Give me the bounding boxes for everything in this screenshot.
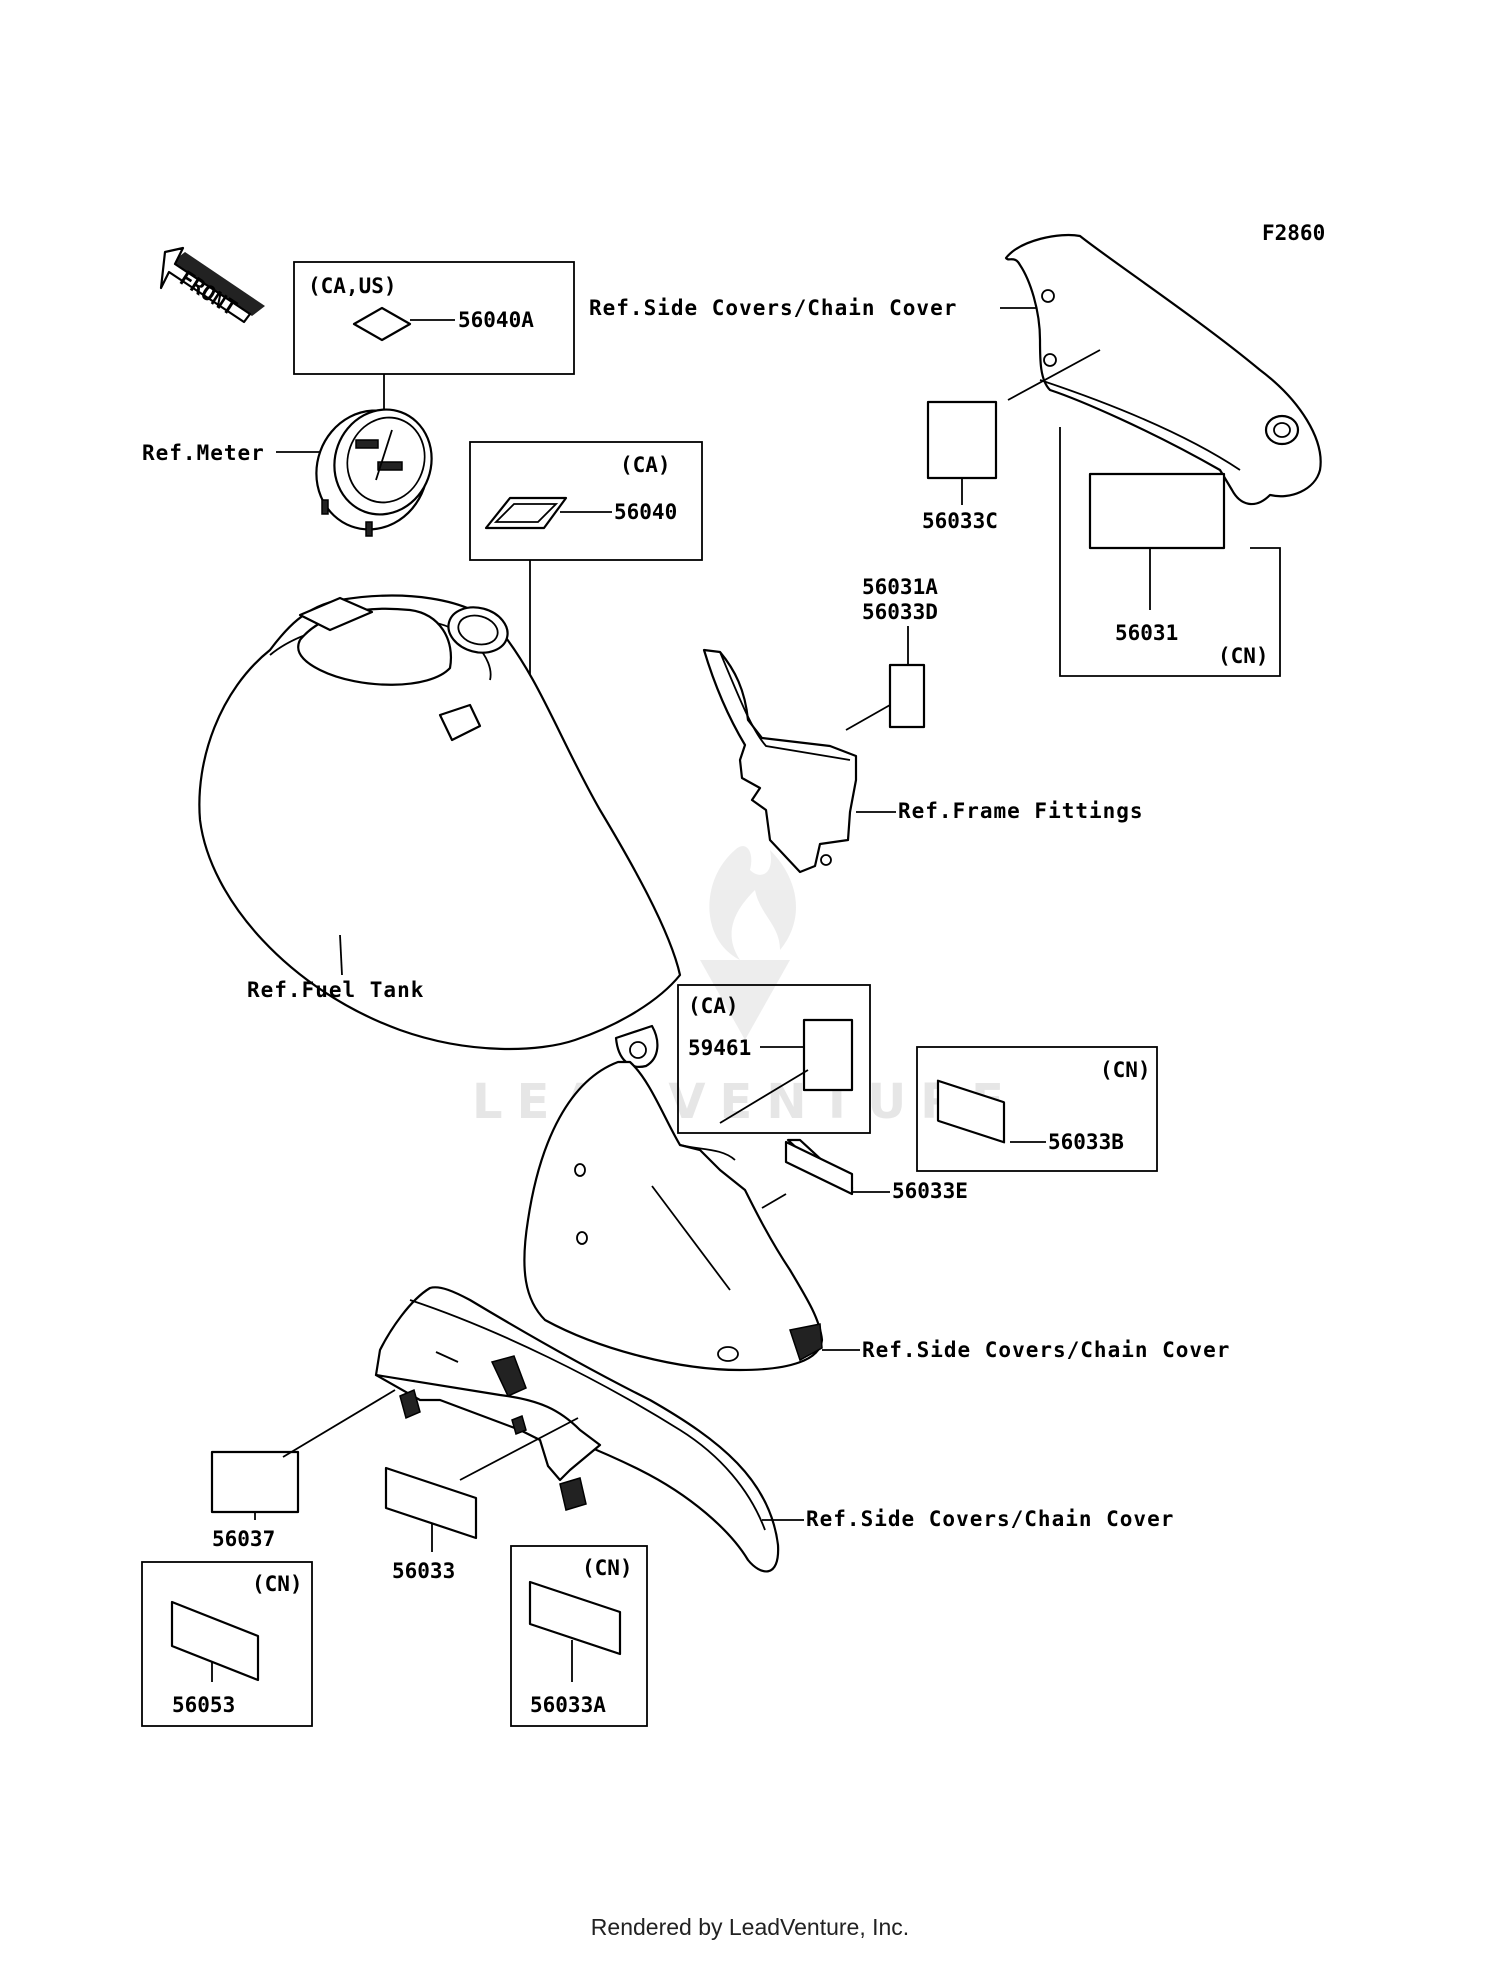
footer-credit: Rendered by LeadVenture, Inc. — [590, 1914, 910, 1940]
front-arrow: FRONT — [159, 246, 265, 324]
side-cover-mid-drawing: Ref.Side Covers/Chain Cover — [523, 1060, 1230, 1372]
part-56053: 56053 — [172, 1693, 235, 1717]
ref-side-cover-top: Ref.Side Covers/Chain Cover — [589, 296, 957, 320]
side-cover-top-drawing: Ref.Side Covers/Chain Cover — [589, 233, 1322, 506]
part-56031a: 56031A — [862, 575, 938, 599]
box-tank-label: (CA) 56040 — [469, 441, 703, 685]
figure-code: F2860 — [1262, 221, 1325, 245]
label-tank — [484, 496, 568, 530]
part-59461: 59461 — [688, 1036, 751, 1060]
sticker-56033c: 56033C — [922, 400, 998, 533]
watermark-text: LEADVENTURE — [472, 1074, 1018, 1130]
ref-meter: Ref.Meter — [142, 441, 265, 465]
region-ca-tank: (CA) — [620, 453, 671, 477]
fuel-tank-drawing: Ref.Fuel Tank — [198, 594, 682, 1068]
sticker-56031a-56033d: 56031A 56033D — [845, 575, 938, 731]
watermark: LEADVENTURE — [472, 846, 1018, 1130]
region-cn-56033b: (CN) — [1100, 1058, 1151, 1082]
box-meter-label: (CA,US) 56040A — [293, 261, 575, 420]
box-cn-56033a: (CN) 56033A — [510, 1545, 648, 1727]
sticker-56033: 56033 — [384, 1417, 579, 1583]
box-cn-56053: (CN) 56053 — [141, 1561, 313, 1727]
part-56040: 56040 — [614, 500, 677, 524]
region-ca-59461: (CA) — [688, 994, 739, 1018]
part-56033a: 56033A — [530, 1693, 606, 1717]
sticker-56037: 56037 — [210, 1389, 396, 1551]
part-56033e: 56033E — [892, 1179, 968, 1203]
part-56033b: 56033B — [1048, 1130, 1124, 1154]
region-cn-56033a: (CN) — [582, 1556, 633, 1580]
box-cn-56033b: (CN) 56033B — [916, 1046, 1158, 1172]
part-56033: 56033 — [392, 1559, 455, 1583]
sticker-56033e: 56033E — [761, 1138, 968, 1209]
ref-frame-fittings: Ref.Frame Fittings — [898, 799, 1144, 823]
frame-fitting-drawing: Ref.Frame Fittings — [702, 648, 1144, 874]
part-56031: 56031 — [1115, 621, 1178, 645]
box-cn-56031: 56031 (CN) — [1059, 427, 1281, 677]
part-56033d: 56033D — [862, 600, 938, 624]
region-cn-56053: (CN) — [252, 1572, 303, 1596]
ref-fuel-tank: Ref.Fuel Tank — [247, 978, 424, 1002]
ref-chain-cover: Ref.Side Covers/Chain Cover — [806, 1507, 1174, 1531]
region-cn-56031: (CN) — [1218, 644, 1269, 668]
chain-cover-drawing: Ref.Side Covers/Chain Cover — [374, 1286, 1174, 1573]
region-ca-us: (CA,US) — [308, 274, 397, 298]
label-diamond-56040a — [352, 306, 412, 342]
part-56037: 56037 — [212, 1527, 275, 1551]
box-ca-59461: (CA) 59461 — [677, 984, 871, 1134]
part-56040a: 56040A — [458, 308, 534, 332]
ref-side-cover-mid: Ref.Side Covers/Chain Cover — [862, 1338, 1230, 1362]
part-56033c: 56033C — [922, 509, 998, 533]
meter-drawing: Ref.Meter — [142, 408, 433, 537]
